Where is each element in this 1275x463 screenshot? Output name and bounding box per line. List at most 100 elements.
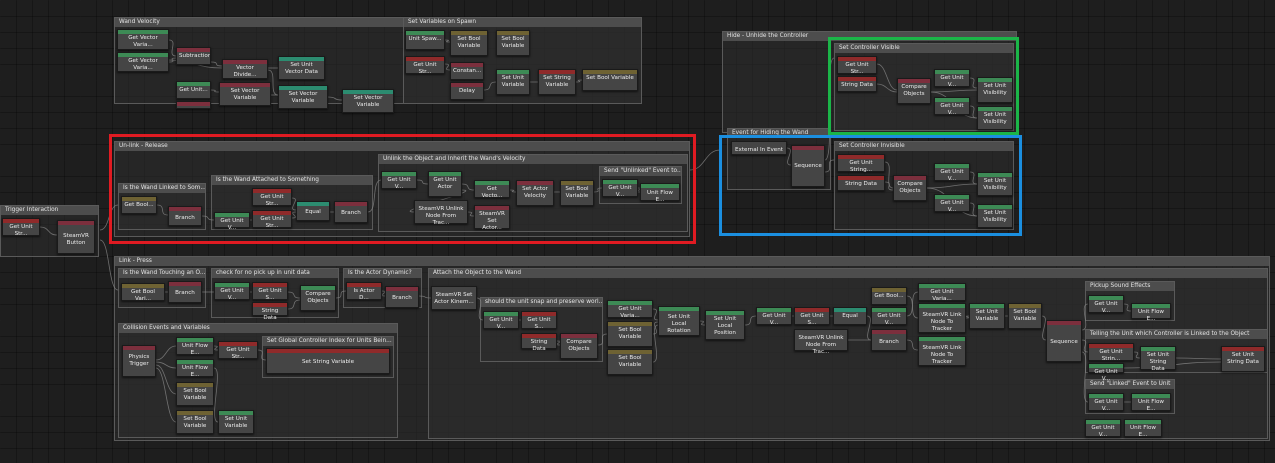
node-get-unit-variable[interactable]: Get Unit V... (1088, 363, 1124, 382)
node-is-actor-dynamic[interactable]: Is Actor D... (346, 282, 382, 301)
node-steamvr-link-node-to-tracker[interactable]: SteamVR Link Node To Tracker (918, 336, 966, 366)
node-get-vector[interactable]: Get Vecto... (474, 180, 510, 199)
node-compare-objects[interactable]: Compare Objects (300, 285, 336, 311)
node-get-unit-variable[interactable]: Get Unit V... (934, 97, 970, 116)
node-get-unit-string[interactable]: Get Unit String... (837, 154, 885, 173)
node-set-bool-variable[interactable]: Set Bool Variable (176, 410, 214, 434)
node-set-unit-variable[interactable]: Set Unit Variable (218, 410, 254, 434)
node-unit-flow-event[interactable]: Unit Flow E... (176, 359, 214, 378)
node-steamvr-link-node-to-tracker[interactable]: SteamVR Link Node To Tracker (918, 303, 966, 333)
node-branch[interactable]: Branch (168, 281, 202, 303)
node-get-unit-string[interactable]: Get Unit Str... (2, 218, 40, 237)
node-get-unit-variable[interactable]: Get Unit V... (934, 163, 970, 182)
node-get-unit-variable[interactable]: Get Unit V... (871, 307, 907, 326)
node-sequence[interactable]: Sequence (791, 145, 825, 187)
node-compare-objects[interactable]: Compare Objects (897, 78, 931, 104)
node-get-unit-string[interactable]: Get Unit S... (794, 307, 830, 326)
node-constant[interactable]: Constan... (450, 62, 484, 80)
node-get-unit-variable[interactable]: Get Unit V... (934, 69, 970, 88)
node-steamvr-unlink-node[interactable]: SteamVR Unlink Node From Trac... (414, 200, 468, 226)
node-branch[interactable]: Branch (334, 201, 368, 223)
node-set-bool-variable[interactable]: Set Bool Variable (450, 30, 488, 56)
node-delay[interactable]: Delay (450, 82, 484, 100)
node-string-data[interactable]: String Data (521, 333, 557, 352)
node-get-vector-variable[interactable]: Get Vector Varia... (117, 29, 169, 50)
node-set-actor-velocity[interactable]: Set Actor Velocity (516, 180, 554, 206)
node-get-bool-variable[interactable]: Get Bool Vari... (121, 283, 165, 302)
node-unit-spawner[interactable]: Unit Spaw... (405, 30, 445, 50)
node-get-unit-string[interactable]: Get Unit S... (252, 282, 288, 301)
node-set-vector-variable[interactable]: Set Vector Variable (278, 85, 328, 109)
node-physics-trigger[interactable]: Physics Trigger (122, 345, 156, 377)
node-set-unit-vector-data[interactable]: Set Unit Vector Data (278, 56, 325, 80)
node-subtraction[interactable]: Subtraction (176, 47, 211, 65)
node-set-unit-variable[interactable]: Set Unit Variable (969, 303, 1005, 329)
node-get-unit-string[interactable]: Get Unit Str... (837, 56, 877, 75)
node-set-bool-variable[interactable]: Set Bool Variable (607, 349, 653, 375)
node-set-bool-variable[interactable]: Set Bool Variable (607, 321, 653, 347)
node-sequence[interactable]: Sequence (1046, 320, 1082, 362)
node-vector-divide[interactable]: Vector Divide... (222, 59, 268, 79)
node-set-unit-local-rotation[interactable]: Set Unit Local Rotation (658, 306, 700, 336)
node-get-unit-variable[interactable]: Get Unit Varia... (607, 300, 653, 319)
node-string-data[interactable]: String Data (252, 302, 288, 321)
node-set-bool-variable[interactable]: Set Bool Variable (582, 69, 638, 91)
node-set-bool-variable[interactable]: Set Bool Variable (176, 382, 214, 406)
node-get-unit-actor[interactable]: Get Unit Actor (428, 171, 462, 197)
node-branch[interactable]: Branch (168, 206, 202, 226)
node-unit-flow-event[interactable]: Unit Flow E... (1131, 393, 1171, 412)
node-set-unit-visibility[interactable]: Set Unit Visibility (977, 172, 1013, 196)
node-set-bool-variable[interactable]: Set Bool Variable (496, 30, 530, 56)
node-branch[interactable]: Branch (871, 329, 907, 351)
node-steamvr-button[interactable]: SteamVR Button (57, 220, 95, 254)
node-get-unit[interactable]: Get Unit... (176, 81, 211, 99)
node-compare-objects[interactable]: Compare Objects (560, 333, 598, 359)
node-set-unit-string-data[interactable]: Set Unit String Data (1140, 346, 1176, 372)
node-get-unit-string[interactable]: Get Unit Str... (252, 188, 292, 207)
node-get-unit-variable[interactable]: Get Unit V... (602, 179, 638, 198)
node-compare-objects[interactable]: Compare Objects (893, 175, 927, 201)
node-string-data[interactable]: String Data (837, 175, 885, 191)
node-get-vector-variable[interactable]: Get Vector Varia... (117, 52, 169, 72)
node-get-unit-string[interactable]: Get Unit Str... (252, 210, 292, 229)
node-get-unit-variable[interactable]: Get Unit V... (934, 194, 970, 213)
node-set-bool-variable[interactable]: Set Bool Variable (560, 180, 594, 206)
node-get-unit-variable[interactable]: Get Unit V... (214, 282, 250, 301)
node-get-unit-variable[interactable]: Get Unit V... (1085, 419, 1121, 438)
node-external-in-event[interactable]: External In Event (731, 141, 787, 155)
node-equal[interactable]: Equal (296, 201, 330, 221)
node-unit-flow-event[interactable]: Unit Flow E... (176, 337, 214, 356)
node-get-unit-variable[interactable]: Get Unit V... (1088, 393, 1124, 412)
node-set-vector-variable[interactable]: Set Vector Variable (342, 89, 394, 113)
node-get-unit-variable[interactable]: Get Unit V... (756, 307, 792, 326)
node-steamvr-set-actor[interactable]: SteamVR Set Actor... (474, 205, 510, 231)
node-get-bool[interactable]: Get Bool... (871, 287, 907, 305)
node-set-vector-variable[interactable]: Set Vector Variable (219, 82, 271, 106)
node-set-bool-variable[interactable]: Set Bool Variable (1008, 303, 1042, 329)
node-get-unit-string[interactable]: Get Unit Str... (405, 56, 445, 75)
node-get-unit-string[interactable]: Get Unit S... (521, 311, 557, 330)
node-set-string-variable[interactable]: Set String Variable (538, 69, 576, 95)
node-set-unit-visibility[interactable]: Set Unit Visibility (977, 77, 1013, 103)
node-get-unit-string[interactable]: Get Unit Str... (218, 341, 258, 360)
node-steamvr-set-actor-kinematic[interactable]: SteamVR Set Actor Kinem... (431, 286, 477, 310)
node-get-unit-variable[interactable]: Get Unit V... (483, 311, 519, 330)
node-set-unit-visibility[interactable]: Set Unit Visibility (977, 106, 1013, 130)
node-get-unit-string[interactable]: Get Unit Strin... (1088, 343, 1134, 362)
node-get-unit-variable[interactable]: Get Unit Varia... (918, 283, 966, 302)
node-string-data[interactable]: String Data (837, 76, 877, 92)
node-branch[interactable]: Branch (385, 286, 419, 308)
node-unit-flow-event[interactable]: Unit Flow E... (1124, 419, 1162, 438)
node-unlabeled[interactable] (176, 101, 211, 109)
node-set-unit-string-data[interactable]: Set Unit String Data (1221, 346, 1265, 372)
node-set-unit-variable[interactable]: Set Unit Variable (496, 69, 530, 95)
node-steamvr-unlink-node[interactable]: SteamVR Unlink Node From Trac... (794, 329, 848, 355)
node-get-bool[interactable]: Get Bool... (121, 196, 157, 214)
node-equal[interactable]: Equal (833, 307, 867, 325)
node-get-unit-variable[interactable]: Get Unit V... (1088, 295, 1124, 314)
node-unit-flow-event[interactable]: Unit Flow E... (640, 183, 680, 203)
node-get-unit-variable[interactable]: Get Unit V... (381, 171, 417, 190)
node-unit-flow-event[interactable]: Unit Flow E... (1131, 303, 1171, 322)
node-set-string-variable[interactable]: Set String Variable (266, 348, 390, 374)
node-get-unit-variable[interactable]: Get Unit V... (214, 212, 250, 231)
